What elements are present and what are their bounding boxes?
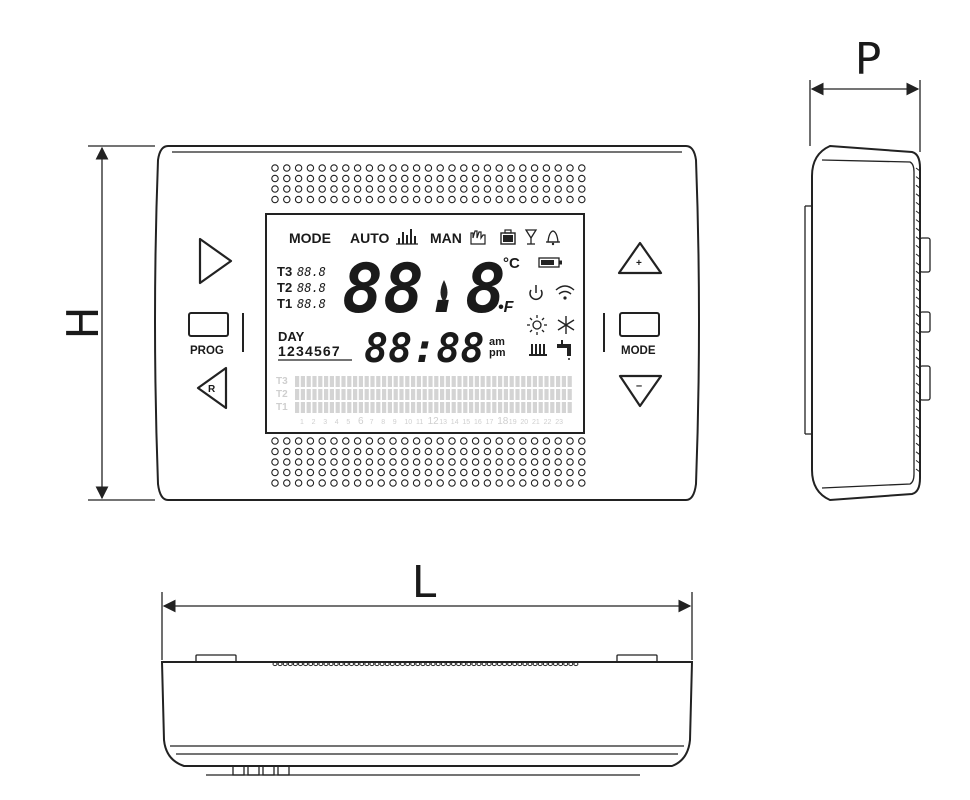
t2-value: 88.8 (297, 281, 326, 295)
front-body-outline (154, 145, 700, 501)
bar-graph-icon (396, 229, 418, 245)
hour-tick: 21 (532, 419, 540, 426)
reset-arrow-icon (196, 366, 228, 410)
triangle-down-icon (618, 374, 663, 408)
plus-button-label: + (636, 258, 642, 269)
wifi-icon (555, 285, 575, 300)
suitcase-icon (500, 229, 516, 245)
am-indicator: am (489, 336, 505, 348)
length-dimension: L (161, 557, 693, 660)
length-label: L (412, 557, 437, 608)
bottom-view: L (160, 557, 694, 776)
terminal-block (206, 765, 640, 776)
unit-fahrenheit: •F (498, 299, 515, 316)
day-digits: 1234567 (278, 343, 341, 359)
tap-icon (557, 340, 571, 360)
hour-tick: 2 (312, 419, 316, 426)
hour-tick: 16 (474, 419, 482, 426)
triangle-up-icon (617, 241, 663, 275)
hour-tick: 4 (335, 419, 339, 426)
t1-label: T1 (277, 296, 292, 311)
height-dimension: H (58, 145, 155, 501)
power-icon (529, 285, 543, 300)
hour-tick: 5 (346, 419, 350, 426)
auto-indicator: AUTO (350, 230, 390, 246)
t1-value: 88.8 (297, 297, 326, 311)
front-view: MODE AUTO MAN T3 (58, 145, 700, 501)
depth-dimension: P (809, 34, 921, 152)
hour-tick: 8 (381, 419, 385, 426)
bar-row-label-t2: T2 (276, 389, 288, 400)
hour-tick: 13 (439, 419, 447, 426)
hour-tick: 12 (428, 416, 440, 427)
t2-label: T2 (277, 280, 292, 295)
mode-button-label: MODE (621, 345, 656, 357)
flame-icon (440, 280, 448, 302)
hour-tick: 3 (323, 419, 327, 426)
hour-tick: 23 (555, 419, 563, 426)
battery-icon (538, 257, 562, 268)
hour-tick: 7 (370, 419, 374, 426)
hour-tick: 15 (462, 419, 470, 426)
side-body-outline (811, 144, 921, 502)
hand-icon (470, 230, 486, 245)
minus-button-label: – (636, 380, 642, 392)
hour-tick: 14 (451, 419, 459, 426)
sun-icon (527, 315, 547, 335)
clock-digits: 88:88 (364, 326, 484, 372)
hour-tick: 22 (544, 419, 552, 426)
hour-tick: 20 (520, 419, 528, 426)
mode-indicator: MODE (289, 230, 331, 246)
play-triangle-icon (198, 237, 233, 285)
hour-tick: 9 (393, 419, 397, 426)
side-vent-ticks (915, 167, 921, 473)
bar-row-label-t3: T3 (276, 376, 288, 387)
speaker-grille-bottom (271, 437, 586, 487)
pm-indicator: pm (489, 347, 506, 359)
speaker-grille-top (271, 164, 586, 204)
mode-button[interactable]: MODE (619, 312, 660, 357)
day-label: DAY (278, 329, 305, 344)
prog-button[interactable]: PROG (188, 312, 229, 357)
hour-tick: 19 (509, 419, 517, 426)
reset-button-label: R (208, 384, 216, 395)
hour-tick: 17 (486, 419, 494, 426)
bottom-vent-dots (272, 661, 579, 667)
hour-tick-labels: 1 2 3 4 5 6 7 8 9 10 11 12 13 14 15 16 1… (300, 416, 563, 427)
program-bar-grid (295, 376, 572, 413)
radiator-icon (529, 344, 547, 356)
height-label: H (58, 306, 109, 339)
up-arrow-button[interactable] (198, 237, 233, 285)
hour-tick: 10 (404, 419, 412, 426)
lcd-screen (265, 213, 585, 434)
t3-label: T3 (277, 264, 292, 279)
reset-button[interactable]: R (196, 366, 228, 410)
hour-tick: 11 (416, 419, 423, 426)
man-indicator: MAN (430, 230, 462, 246)
glass-icon (524, 229, 538, 245)
depth-label: P (855, 34, 882, 85)
bell-icon (546, 230, 560, 246)
side-view: P (804, 34, 931, 502)
hour-tick: 1 (300, 419, 304, 426)
snowflake-icon (557, 316, 575, 334)
main-temperature-digits: 88.8 (342, 250, 506, 329)
plus-button[interactable]: + (617, 241, 663, 275)
bar-row-label-t1: T1 (276, 402, 288, 413)
t3-value: 88.8 (297, 265, 326, 279)
minus-button[interactable]: – (618, 374, 663, 408)
hour-tick: 6 (358, 416, 364, 427)
prog-button-label: PROG (190, 345, 224, 357)
hour-tick: 18 (497, 416, 509, 427)
bottom-body-outline (160, 661, 694, 767)
unit-celsius: °C (503, 255, 520, 272)
